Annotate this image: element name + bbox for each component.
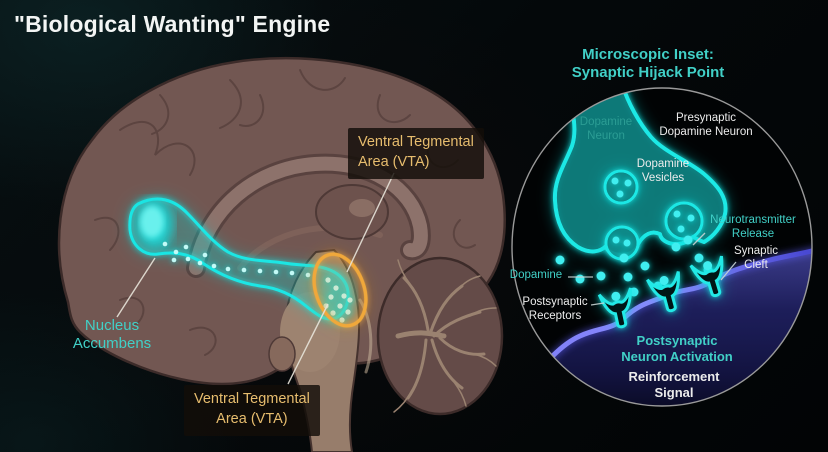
inset-border [511, 87, 813, 407]
label-dopamine: Dopamine [509, 269, 563, 281]
page-title: "Biological Wanting" Engine [14, 11, 331, 37]
dopamine-in-receptor [611, 291, 621, 301]
label-vta-top: Ventral Tegmental Area (VTA) [348, 128, 484, 179]
vta-bottom-leader [287, 303, 329, 385]
label-reinforcement-signal: Reinforcement Signal [628, 369, 720, 400]
vesicle [603, 169, 639, 205]
arbor-vitae [393, 259, 497, 413]
vta-ring [312, 252, 368, 328]
pituitary [268, 336, 296, 372]
label-nucleus-accumbens: Nucleus Accumbens [72, 317, 152, 352]
label-dopamine-neuron: Dopamine Neuron [579, 116, 633, 142]
postsynaptic-receptor-group [597, 255, 724, 329]
label-neurotransmitter-release: Neurotransmitter Release [710, 214, 796, 240]
synaptic-cleft-leader [720, 261, 737, 281]
dopamine-vesicles-group [603, 169, 704, 261]
label-vta-bottom: Ventral Tegmental Area (VTA) [184, 385, 320, 436]
inset-contents [512, 88, 812, 406]
postsynaptic-receptors-leader [590, 302, 605, 306]
label-presynaptic-dopamine-neuron: Presynaptic Dopamine Neuron [659, 112, 753, 138]
interthalamic-adhesion [349, 199, 375, 217]
dopamine-pathway [128, 197, 368, 328]
microscopic-inset [511, 87, 813, 407]
inset-leader-lines [568, 232, 737, 306]
vta-top-leader [346, 172, 395, 273]
nucleus-accumbens-core [140, 206, 164, 238]
dopamine-in-receptor [703, 261, 713, 271]
neurotransmitter-release-leader [692, 232, 706, 246]
postsynaptic-neuron-region [512, 250, 812, 406]
brain-leader-lines [116, 172, 395, 385]
inset-heading: Microscopic Inset: Synaptic Hijack Point [571, 46, 725, 81]
receptor [689, 255, 724, 298]
vesicle-dots [611, 177, 695, 247]
cortex-sulci [94, 69, 476, 356]
label-dopamine-vesicles: Dopamine Vesicles [636, 158, 690, 184]
receptor [597, 287, 632, 329]
vesicle-fusing [664, 201, 704, 241]
nucleus-accumbens-leader [116, 257, 156, 318]
receptor [646, 271, 680, 313]
label-postsynaptic-neuron-activation: Postsynaptic Neuron Activation [621, 333, 733, 364]
label-postsynaptic-receptors: Postsynaptic Receptors [522, 296, 588, 322]
dopamine-in-receptor [659, 276, 669, 286]
label-synaptic-cleft: Synaptic Cleft [733, 245, 779, 271]
